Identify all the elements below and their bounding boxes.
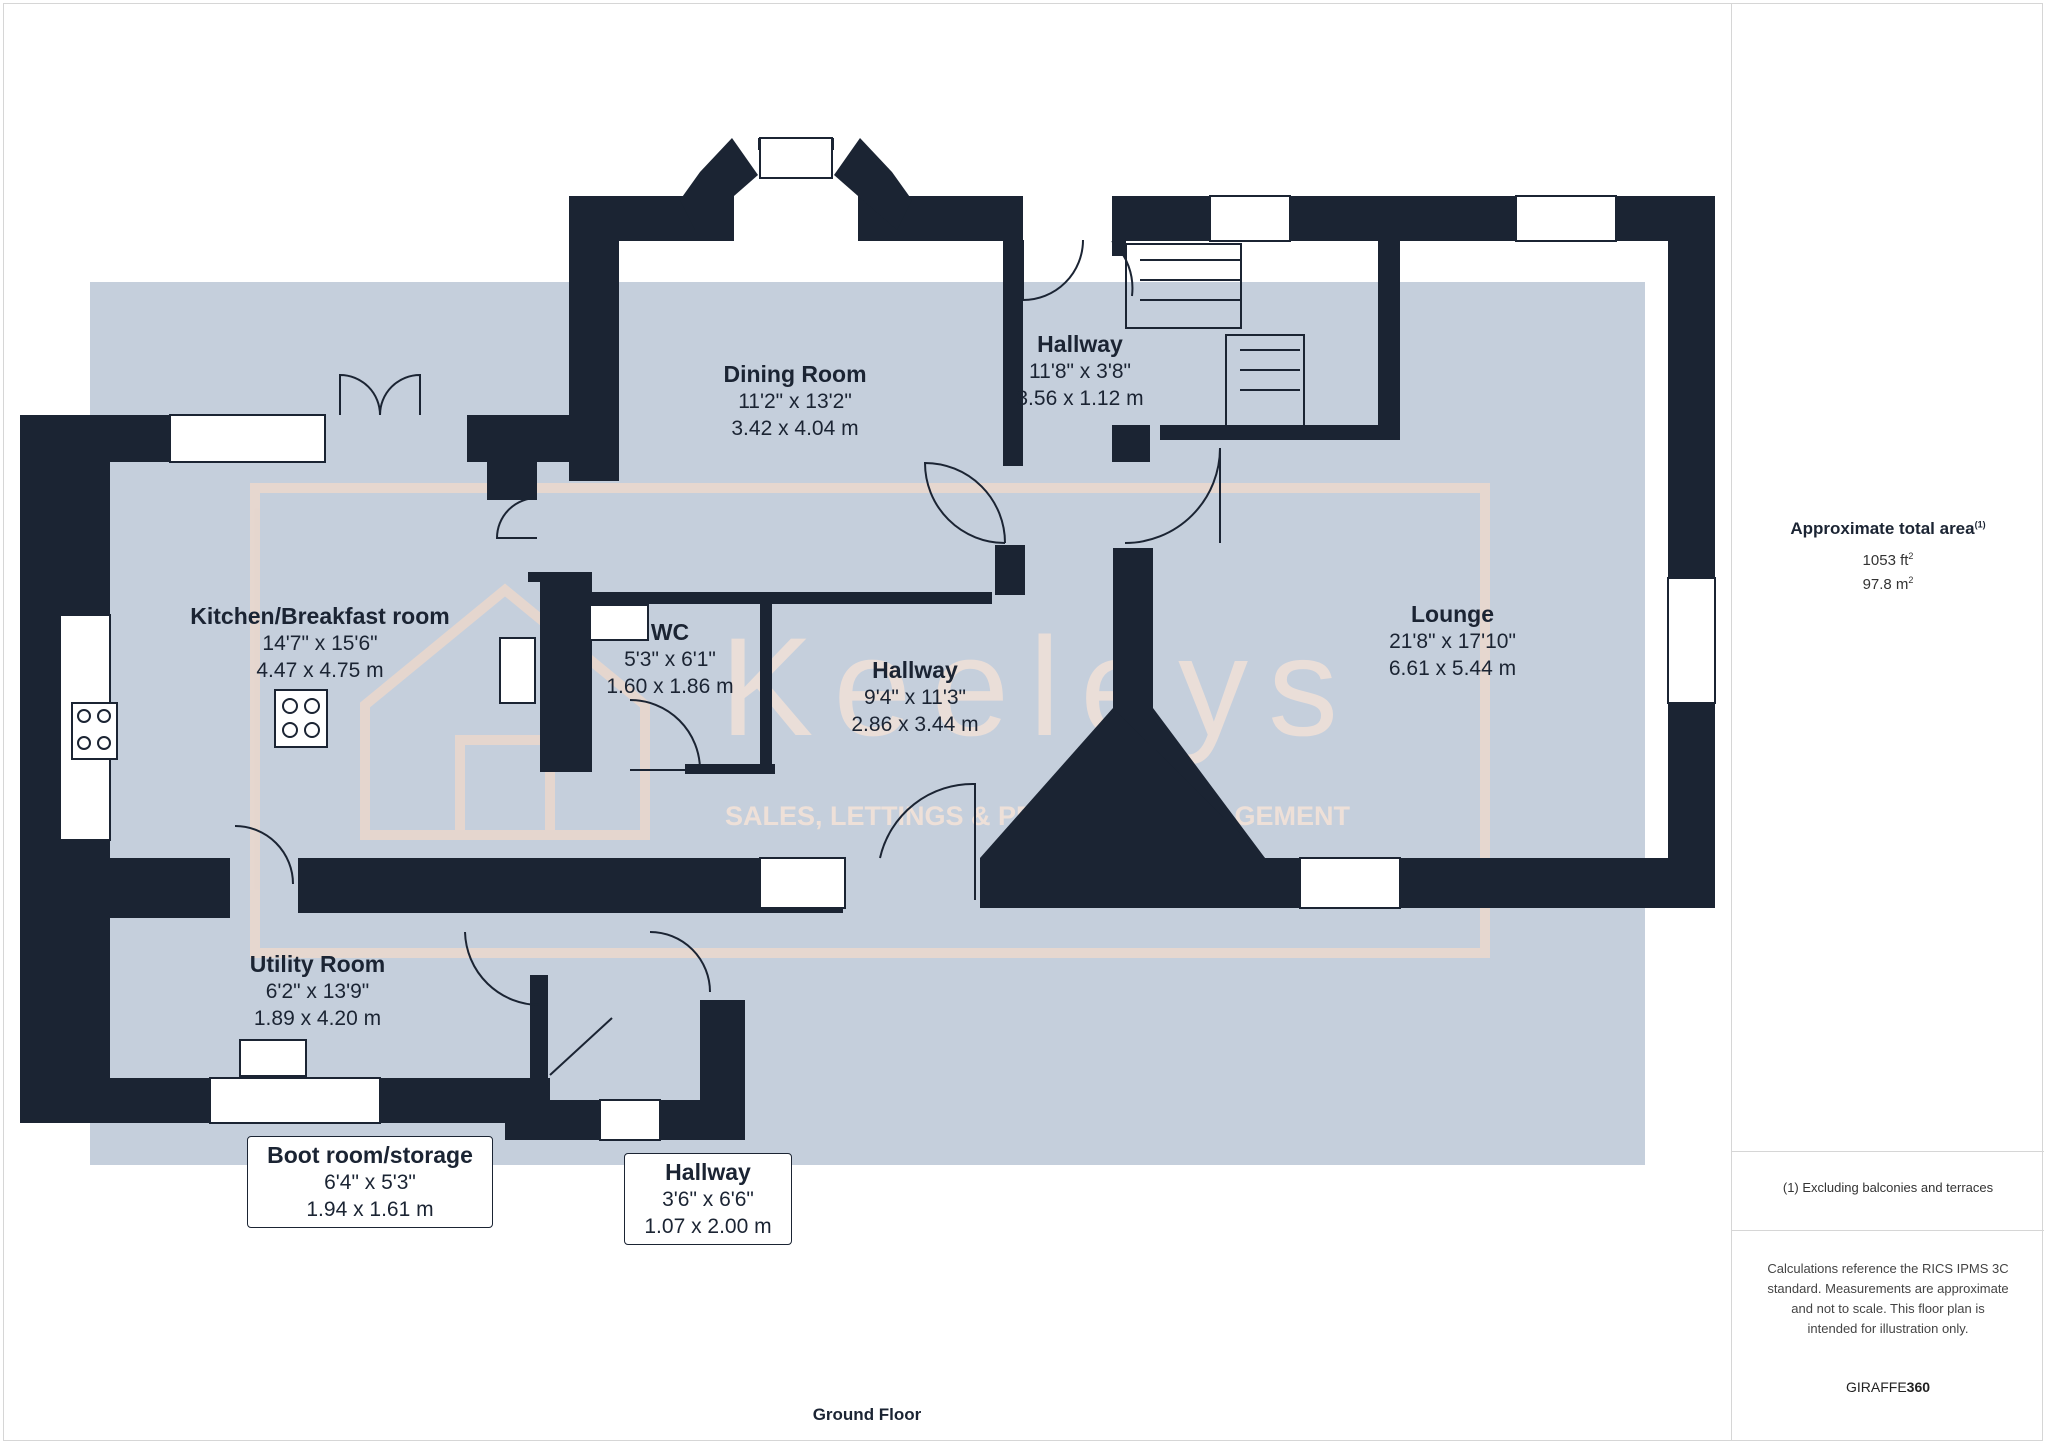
room-name: Hallway: [665, 1159, 751, 1185]
wc-basin: [589, 604, 649, 641]
room-imperial: 6'4" x 5'3": [324, 1171, 416, 1194]
area-sqft-value: 1053 ft: [1862, 552, 1909, 569]
room-name: Boot room/storage: [267, 1142, 473, 1168]
room-imperial: 14'7" x 15'6": [262, 632, 378, 655]
area-sqft: 1053 ft2: [1732, 551, 2044, 569]
room-imperial: 3'6" x 6'6": [662, 1188, 754, 1211]
watermark-brand: Keeleys: [720, 608, 1358, 765]
room-name: Utility Room: [249, 951, 386, 977]
room-label-hallway-upper: Hallway 11'8" x 3'8" 3.56 x 1.12 m: [1000, 330, 1160, 412]
disclaimer: Calculations reference the RICS IPMS 3C …: [1767, 1261, 2009, 1336]
room-label-utility-room: Utility Room 6'2" x 13'9" 1.89 x 4.20 m: [230, 950, 405, 1032]
room-metric: 3.56 x 1.12 m: [1016, 387, 1144, 410]
area-title-text: Approximate total area: [1790, 519, 1975, 538]
room-label-hallway-lower: Hallway 3'6" x 6'6" 1.07 x 2.00 m: [624, 1153, 792, 1245]
area-note: (1) Excluding balconies and terraces: [1732, 1151, 2044, 1231]
floor-caption: Ground Floor: [812, 1405, 922, 1424]
hob: [274, 689, 328, 748]
room-label-boot-room: Boot room/storage 6'4" x 5'3" 1.94 x 1.6…: [247, 1136, 493, 1228]
area-title: Approximate total area(1): [1732, 519, 2044, 539]
room-imperial: 11'8" x 3'8": [1029, 360, 1131, 383]
room-name: Dining Room: [723, 361, 867, 387]
room-metric: 1.94 x 1.61 m: [306, 1198, 434, 1221]
page-frame: [3, 3, 2043, 1441]
room-imperial: 5'3" x 6'1": [624, 648, 716, 671]
room-label-hallway-middle: Hallway 9'4" x 11'3" 2.86 x 3.44 m: [835, 656, 995, 738]
fixtures: [71, 604, 649, 1077]
area-footnote-marker: (1): [1974, 519, 1986, 530]
area-summary: Approximate total area(1) 1053 ft2 97.8 …: [1732, 519, 2044, 593]
room-name: WC: [650, 619, 690, 645]
room-imperial: 6'2" x 13'9": [265, 980, 370, 1003]
provider-brand: GIRAFFE360: [1732, 1379, 2044, 1395]
floor-plan: Keeleys SALES, LETTINGS & PROPERTY MANAG…: [20, 137, 1716, 1424]
room-label-kitchen: Kitchen/Breakfast room 14'7" x 15'6" 4.4…: [170, 602, 470, 684]
room-name: Hallway: [872, 657, 958, 683]
room-metric: 1.89 x 4.20 m: [253, 1007, 382, 1030]
unit-exponent: 2: [1908, 575, 1914, 585]
sink: [239, 1039, 307, 1077]
area-sqm-value: 97.8 m: [1862, 576, 1909, 593]
unit-exponent: 2: [1908, 551, 1914, 561]
room-imperial: 21'8" x 17'10": [1389, 630, 1516, 653]
room-metric: 1.07 x 2.00 m: [644, 1215, 772, 1238]
info-sidebar: Approximate total area(1) 1053 ft2 97.8 …: [1731, 3, 2044, 1441]
room-label-dining-room: Dining Room 11'2" x 13'2" 3.42 x 4.04 m: [690, 360, 900, 442]
room-label-wc: WC 5'3" x 6'1" 1.60 x 1.86 m: [590, 618, 750, 700]
room-name: Hallway: [1037, 331, 1123, 357]
room-label-lounge: Lounge 21'8" x 17'10" 6.61 x 5.44 m: [1360, 600, 1545, 682]
area-sqm: 97.8 m2: [1732, 575, 2044, 593]
brand-suffix: 360: [1906, 1379, 1931, 1395]
room-name: Kitchen/Breakfast room: [190, 603, 450, 629]
door-swings: [234, 239, 1221, 1076]
room-imperial: 9'4" x 11'3": [864, 686, 966, 709]
staircase: [1125, 243, 1305, 428]
room-metric: 3.42 x 4.04 m: [731, 417, 859, 440]
room-imperial: 11'2" x 13'2": [738, 390, 852, 413]
room-metric: 6.61 x 5.44 m: [1388, 657, 1517, 680]
brand-prefix: GIRAFFE: [1845, 1379, 1907, 1395]
floor-plan-drawing: Keeleys SALES, LETTINGS & PROPERTY MANAG…: [20, 137, 1716, 1165]
room-metric: 4.47 x 4.75 m: [256, 659, 384, 682]
room-metric: 1.60 x 1.86 m: [606, 675, 734, 698]
room-name: Lounge: [1410, 601, 1495, 627]
room-metric: 2.86 x 3.44 m: [851, 713, 979, 736]
